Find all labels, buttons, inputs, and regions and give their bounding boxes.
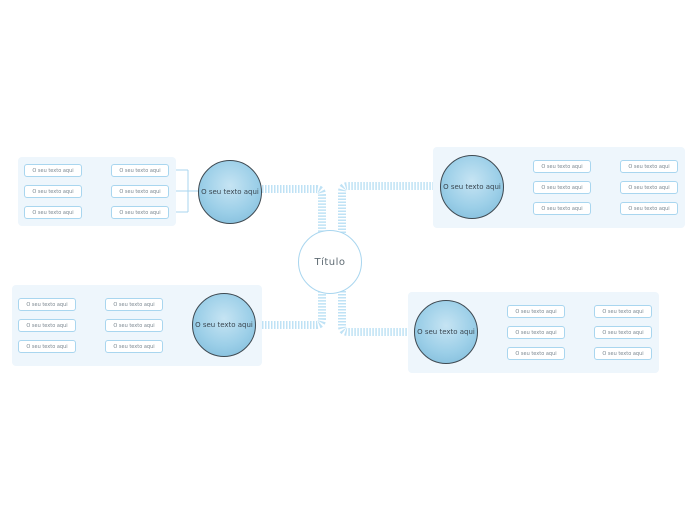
subtopic-top-right-outer-1[interactable]: O seu texto aqui	[620, 160, 678, 173]
subtopic-top-left-outer-2[interactable]: O seu texto aqui	[24, 185, 82, 198]
subtopic-bottom-left-outer-1[interactable]: O seu texto aqui	[18, 298, 76, 311]
subtopic-top-right-3[interactable]: O seu texto aqui	[533, 202, 591, 215]
main-topic-top-left[interactable]: O seu texto aqui	[198, 160, 262, 224]
connector-bottom-right	[338, 288, 415, 336]
subtopic-bottom-right-outer-1[interactable]: O seu texto aqui	[594, 305, 652, 318]
subtopic-top-left-outer-3[interactable]: O seu texto aqui	[24, 206, 82, 219]
subtopic-bottom-right-outer-3[interactable]: O seu texto aqui	[594, 347, 652, 360]
subtopic-top-left-1[interactable]: O seu texto aqui	[111, 164, 169, 177]
subtopic-bottom-left-1[interactable]: O seu texto aqui	[105, 298, 163, 311]
subtopic-bottom-left-3[interactable]: O seu texto aqui	[105, 340, 163, 353]
subtopic-top-left-3[interactable]: O seu texto aqui	[111, 206, 169, 219]
subtopic-bottom-right-outer-2[interactable]: O seu texto aqui	[594, 326, 652, 339]
subtopic-top-right-outer-2[interactable]: O seu texto aqui	[620, 181, 678, 194]
subtopic-top-right-2[interactable]: O seu texto aqui	[533, 181, 591, 194]
subtopic-bottom-right-2[interactable]: O seu texto aqui	[507, 326, 565, 339]
subtopic-bottom-right-1[interactable]: O seu texto aqui	[507, 305, 565, 318]
subtopic-top-right-1[interactable]: O seu texto aqui	[533, 160, 591, 173]
subtopic-bottom-left-outer-3[interactable]: O seu texto aqui	[18, 340, 76, 353]
subtopic-top-left-2[interactable]: O seu texto aqui	[111, 185, 169, 198]
main-topic-bottom-left[interactable]: O seu texto aqui	[192, 293, 256, 357]
main-topic-top-right[interactable]: O seu texto aqui	[440, 155, 504, 219]
connector-top-left	[262, 185, 326, 245]
connector-bottom-left	[256, 288, 326, 329]
subtopic-bottom-left-2[interactable]: O seu texto aqui	[105, 319, 163, 332]
subtopic-top-right-outer-3[interactable]: O seu texto aqui	[620, 202, 678, 215]
main-topic-bottom-right[interactable]: O seu texto aqui	[414, 300, 478, 364]
subtopic-bottom-right-3[interactable]: O seu texto aqui	[507, 347, 565, 360]
connector-top-right	[338, 182, 441, 245]
subtopic-top-left-outer-1[interactable]: O seu texto aqui	[24, 164, 82, 177]
central-topic[interactable]: Título	[298, 230, 362, 294]
subtopic-bottom-left-outer-2[interactable]: O seu texto aqui	[18, 319, 76, 332]
